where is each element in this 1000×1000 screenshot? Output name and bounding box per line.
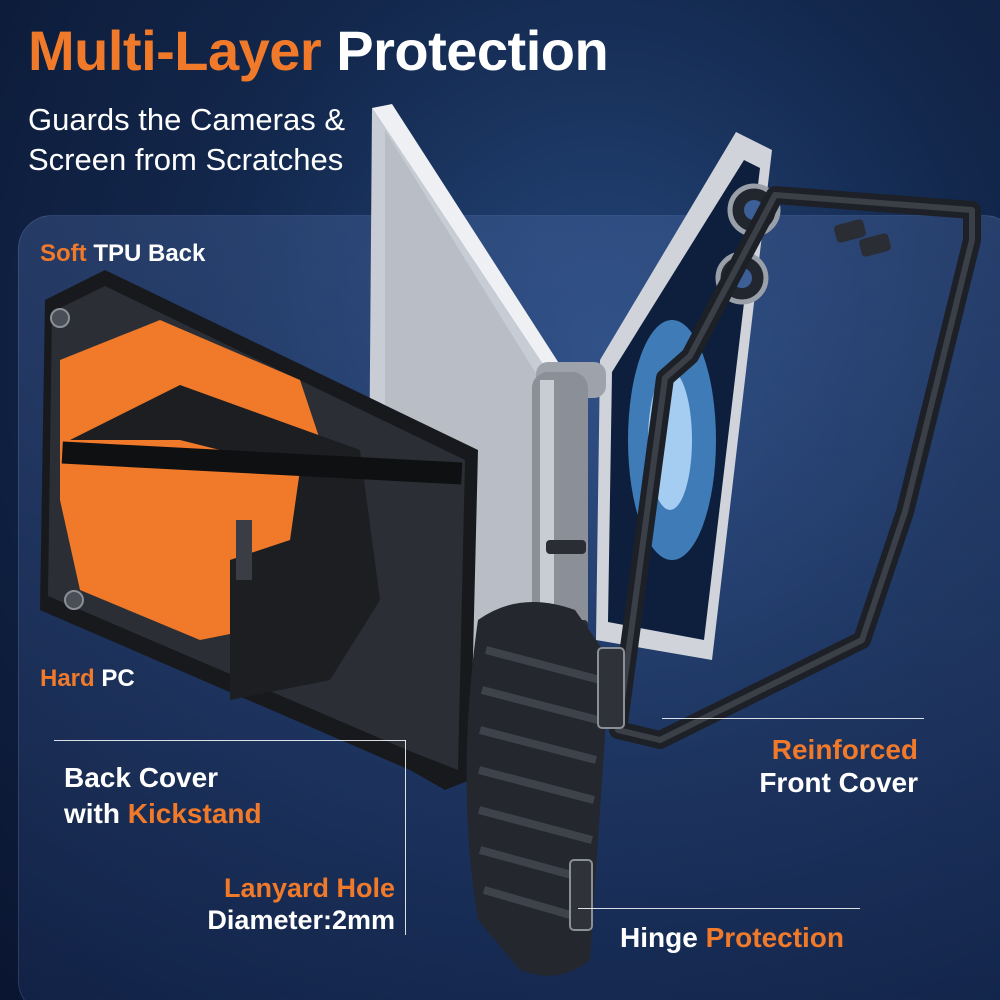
label-accent: Soft [40, 240, 87, 267]
title-plain: Protection [336, 19, 609, 82]
label-text: TPU Back [93, 240, 206, 267]
label-accent: Reinforced [771, 734, 918, 765]
label-hard-pc: Hard PC [40, 665, 135, 693]
kickstand [61, 441, 463, 485]
label-hinge-protection: Hinge Protection [620, 922, 844, 954]
callout-line [662, 718, 924, 719]
label-lanyard-hole: Lanyard Hole Diameter:2mm [195, 872, 395, 936]
label-text: Diameter:2mm [207, 905, 395, 935]
subtitle: Guards the Cameras & Screen from Scratch… [28, 102, 346, 177]
label-accent: Protection [705, 922, 845, 953]
label-back-cover: Back Cover with Kickstand [64, 760, 324, 832]
callout-line [405, 740, 406, 935]
callout-line [578, 908, 860, 909]
label-text: PC [101, 665, 135, 692]
back-cover [40, 270, 478, 790]
page-title: Multi-Layer Protection [28, 18, 609, 83]
hinge-protection-cover [466, 602, 625, 976]
screw-icon [50, 308, 70, 328]
screw-icon [64, 590, 84, 610]
front-cover-buttons [834, 219, 891, 257]
front-cover-frame [609, 186, 981, 749]
label-text: with [64, 798, 120, 829]
label-accent: Hard [40, 665, 95, 692]
phone-hinge [532, 362, 606, 672]
label-front-cover: Reinforced Front Cover [748, 733, 918, 799]
label-text: Back Cover [64, 762, 219, 793]
callout-line [54, 740, 406, 741]
label-accent: Lanyard Hole [223, 873, 395, 903]
label-accent: Kickstand [127, 798, 262, 829]
label-text: Front Cover [759, 767, 918, 798]
label-soft-tpu-back: Soft TPU Back [40, 240, 205, 268]
title-accent: Multi-Layer [28, 19, 322, 82]
label-text: Hinge [620, 922, 698, 953]
